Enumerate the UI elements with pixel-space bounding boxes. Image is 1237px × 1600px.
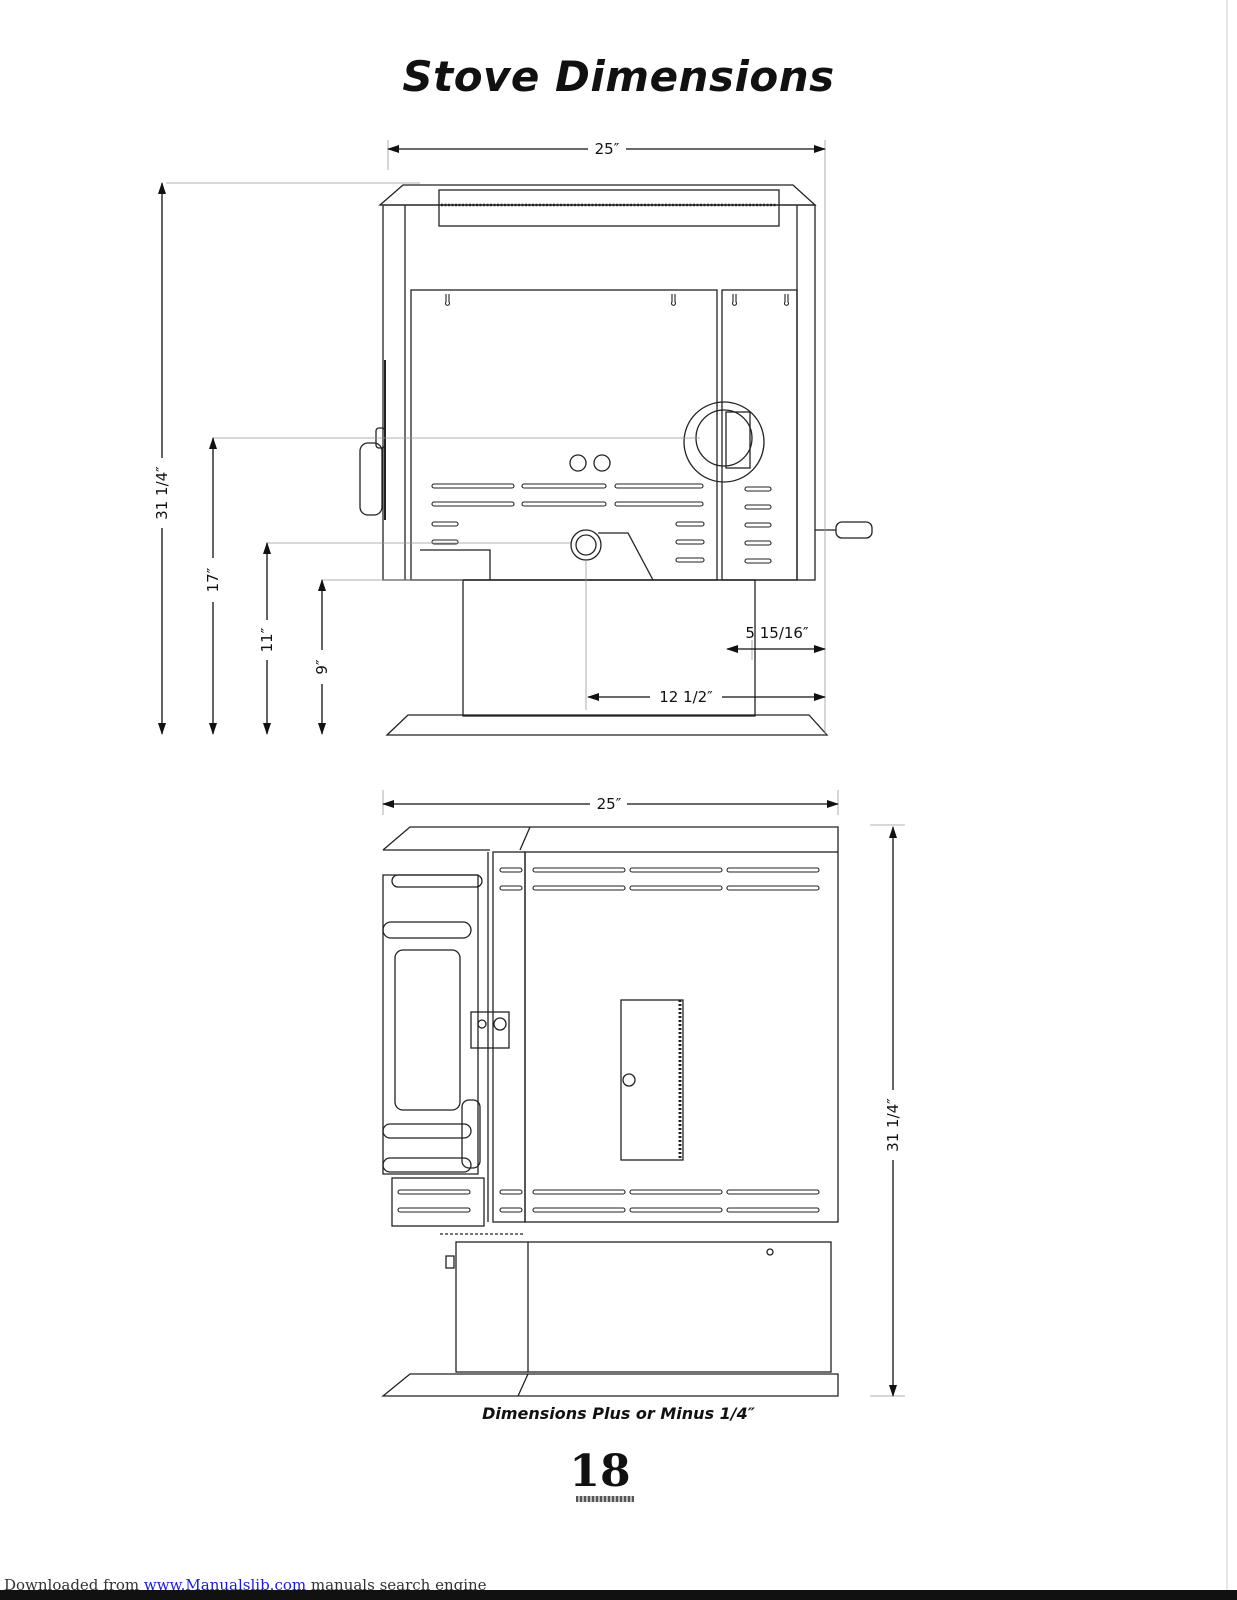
side-view [381,826,839,1397]
side-pedestal [455,1241,832,1373]
right-handle [835,521,873,539]
side-offset-label: 5 15/16″ [745,624,809,642]
stove-body [382,204,816,581]
front-view [359,184,873,736]
flue-outlet-outer [683,401,765,483]
side-base-plate [381,1373,839,1397]
left-handle [359,442,383,516]
side-extension-lines [382,790,905,1397]
air-intake-inner [575,534,597,556]
page-edge-shadow [1226,0,1228,1590]
side-top [382,826,839,852]
base-plate [385,714,829,736]
side-width-label: 25″ [597,795,622,813]
page-number-underline [576,1496,634,1502]
front-extension-lines [166,140,826,735]
page-title: Stove Dimensions [402,52,835,101]
door-glass [394,949,461,1111]
louvers [431,483,772,564]
top-grille [438,189,780,227]
ash-pan [391,1177,485,1227]
side-height-label: 31 1/4″ [884,1098,902,1152]
front-dimension-lines [158,145,826,735]
port-left [569,454,587,472]
rear-panel-right [721,289,798,581]
front-width-label: 25″ [595,140,620,158]
side-louvers [397,867,820,1213]
rear-panel-left [410,289,718,581]
door-hinge [470,1011,510,1049]
manualslib-link[interactable]: www.Manualslib.com [143,1576,307,1594]
front-height-label: 31 1/4″ [153,466,171,520]
download-footer: Downloaded from www.Manualslib.com manua… [4,1576,487,1594]
bottom-bar [0,1590,1237,1600]
flue-outlet-inner [695,409,753,467]
keyhole-hangers [444,294,790,306]
hopper-lid [620,999,684,1161]
footer-suffix: manuals search engine [306,1576,487,1594]
intake-height-label: 11″ [258,627,276,652]
door-latch [461,1099,481,1169]
side-dimension-lines [382,800,897,1397]
lid-knob [622,1073,636,1087]
tolerance-caption: Dimensions Plus or Minus 1/4″ [482,1404,755,1423]
door-frame [382,874,479,1175]
port-right [593,454,611,472]
flue-height-label: 17″ [204,567,222,592]
pedestal-height-label: 9″ [313,659,331,675]
page-number: 18 [569,1446,631,1497]
footer-prefix: Downloaded from [4,1576,144,1594]
center-offset-label: 12 1/2″ [659,688,713,706]
top-cap [378,184,817,206]
